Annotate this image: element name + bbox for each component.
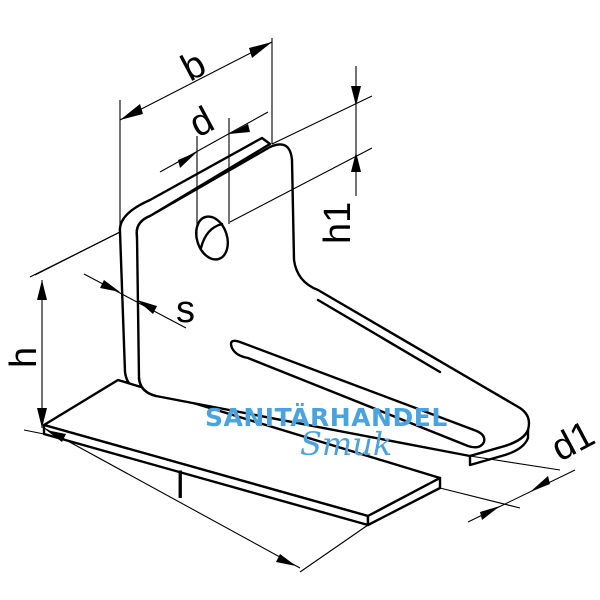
d1-extension-top bbox=[469, 455, 561, 471]
b-dimension-line bbox=[119, 41, 273, 121]
l-arrow-right bbox=[276, 554, 296, 566]
bend-edge bbox=[137, 376, 158, 398]
round-hole bbox=[194, 215, 230, 261]
d-dimension-line bbox=[159, 111, 269, 173]
l-dimension-line bbox=[43, 427, 301, 569]
h1-arrow-bottom bbox=[351, 152, 361, 172]
label-s: s bbox=[176, 289, 195, 331]
watermark-line1: SANITÄRHANDEL bbox=[205, 402, 448, 432]
label-l: l bbox=[176, 465, 184, 507]
d1-arrow-bottom bbox=[480, 506, 500, 520]
label-h1: h1 bbox=[317, 202, 359, 244]
label-h: h bbox=[3, 347, 45, 368]
round-hole-inner bbox=[199, 222, 224, 250]
h1-arrow-top bbox=[351, 86, 361, 106]
watermark: SANITÄRHANDEL Smuk bbox=[205, 402, 448, 463]
s-arrow-outer bbox=[100, 280, 120, 292]
b-arrow-right bbox=[249, 42, 272, 58]
s-arrow-inner bbox=[137, 300, 157, 314]
h-arrow-bottom bbox=[37, 408, 47, 428]
dimensions bbox=[23, 38, 576, 573]
angle-bracket bbox=[42, 136, 531, 527]
watermark-line2: Smuk bbox=[300, 425, 392, 463]
tongue-end-face bbox=[468, 428, 530, 467]
b-arrow-left bbox=[120, 104, 143, 120]
d1-extension-bottom bbox=[439, 487, 521, 509]
label-d1: d1 bbox=[545, 413, 600, 470]
d-arrow-right bbox=[229, 124, 250, 134]
tongue-bottom-edge bbox=[316, 298, 442, 374]
s-dimension-line bbox=[83, 273, 187, 329]
h1-extension-top bbox=[271, 95, 373, 145]
l-arrow-left bbox=[46, 430, 66, 442]
h-arrow-top bbox=[37, 280, 47, 300]
elongated-slot bbox=[229, 339, 486, 449]
label-b: b bbox=[175, 43, 213, 90]
label-d: d bbox=[183, 99, 221, 146]
l-extension-right bbox=[299, 524, 369, 573]
h1-extension-bottom bbox=[229, 147, 373, 223]
d-arrow-left bbox=[178, 152, 197, 168]
h-extension-top bbox=[29, 231, 121, 278]
d1-arrow-top bbox=[530, 476, 550, 492]
h-extension-bottom bbox=[23, 429, 45, 435]
